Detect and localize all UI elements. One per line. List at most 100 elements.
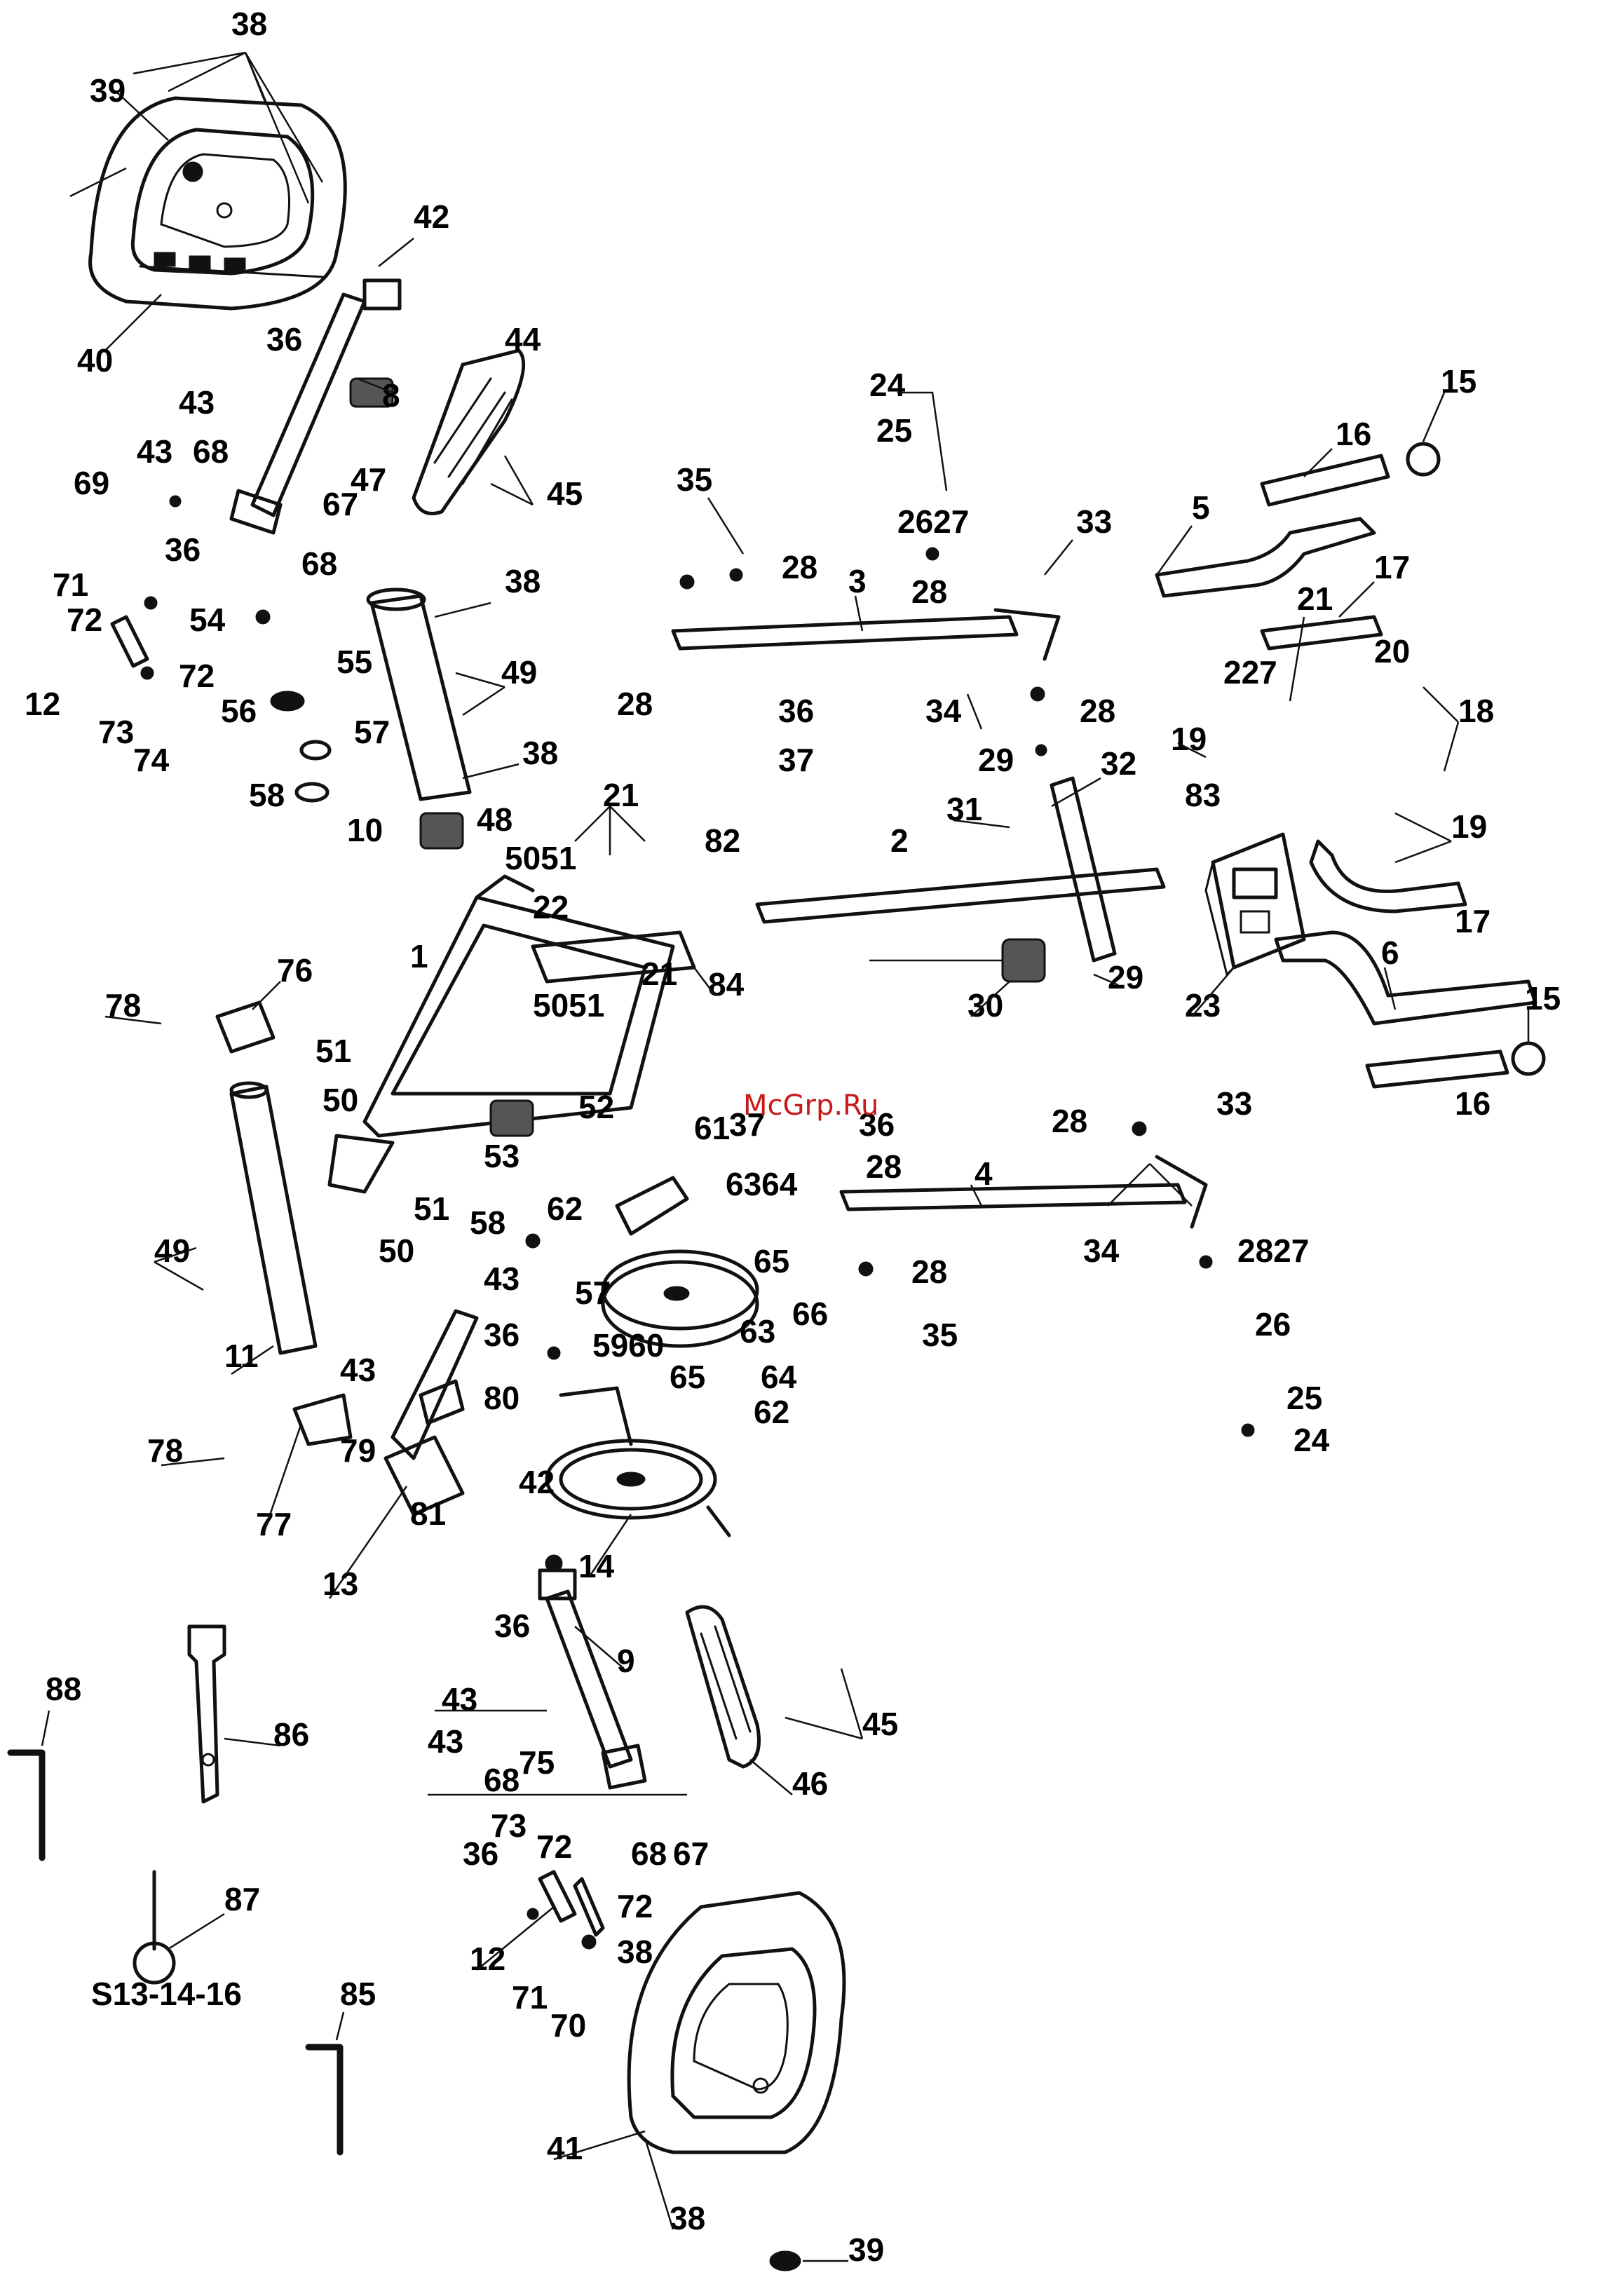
callout-72: 72 [617, 1888, 653, 1924]
callout-66: 66 [792, 1296, 828, 1332]
callout-12: 12 [25, 686, 60, 722]
callout-43: 43 [442, 1681, 477, 1718]
callout-16: 16 [1455, 1085, 1491, 1122]
callout-28: 28 [1052, 1103, 1087, 1139]
callout-5: 5 [1192, 489, 1210, 526]
callout-85: 85 [340, 1976, 376, 2012]
callout-19: 19 [1171, 721, 1207, 757]
callout-67: 67 [322, 486, 358, 522]
callout-38: 38 [231, 6, 267, 42]
callout-82: 82 [705, 822, 740, 859]
callout-35: 35 [677, 461, 712, 498]
callout-40: 40 [77, 342, 113, 379]
callout-43: 43 [428, 1723, 463, 1760]
callout-57: 57 [354, 714, 390, 750]
handle-17 [1260, 615, 1467, 913]
callout-88: 88 [46, 1671, 81, 1707]
callout-10: 10 [347, 812, 383, 848]
handle-6 [1274, 442, 1546, 1089]
callout-68: 68 [301, 545, 337, 582]
callout-38: 38 [670, 2200, 705, 2236]
callout-72: 72 [536, 1828, 572, 1865]
callout-39: 39 [848, 2232, 884, 2268]
callout-15: 15 [1525, 980, 1561, 1017]
callout-86: 86 [273, 1716, 309, 1753]
allen-key-85 [305, 2044, 344, 2156]
callout-72: 72 [179, 658, 215, 694]
callout-79: 79 [340, 1432, 376, 1469]
callout-71: 71 [512, 1979, 548, 2016]
callout-24: 24 [869, 367, 906, 403]
end-cap-76 [215, 1000, 276, 1054]
callout-36: 36 [165, 531, 201, 568]
callout-16: 16 [1336, 416, 1371, 452]
callout-2627: 2627 [897, 503, 969, 540]
callout-46: 46 [792, 1765, 828, 1802]
callout-5051: 5051 [533, 987, 604, 1024]
callout-28: 28 [782, 549, 817, 585]
rubber-pad-46 [685, 1605, 761, 1769]
callout-84: 84 [708, 966, 745, 1003]
callout-34: 34 [1083, 1232, 1120, 1269]
callout-51: 51 [414, 1190, 449, 1227]
callout-28: 28 [617, 686, 653, 722]
callout-6: 6 [1381, 935, 1399, 971]
callout-28: 28 [1080, 693, 1115, 729]
callout-38: 38 [522, 735, 558, 771]
foot-pedal-lower [627, 1891, 846, 2154]
callout-32: 32 [1101, 745, 1136, 782]
callout-58: 58 [249, 777, 285, 813]
callout-57: 57 [575, 1275, 611, 1311]
handlebar-4 [839, 1155, 1208, 1229]
callout-47: 47 [351, 461, 386, 498]
callout-s13-14-16: S13-14-16 [91, 1976, 242, 2012]
callout-23: 23 [1185, 987, 1221, 1024]
callout-38: 38 [617, 1934, 653, 1970]
callout-48: 48 [477, 801, 512, 838]
callout-29: 29 [1108, 959, 1143, 996]
callout-44: 44 [505, 321, 541, 358]
callout-49: 49 [154, 1232, 190, 1269]
foot-cap-39 [769, 2250, 801, 2271]
leader-lines [41, 238, 1530, 2262]
wrench-86 [187, 1624, 226, 1804]
callout-25: 25 [1286, 1380, 1322, 1416]
callout-77: 77 [256, 1506, 292, 1542]
callout-28: 28 [866, 1148, 902, 1185]
flywheel-14 [545, 1386, 731, 1537]
callout-45: 45 [547, 475, 583, 512]
callout-62: 62 [754, 1394, 789, 1430]
callout-69: 69 [74, 465, 109, 501]
allen-key-88 [7, 1749, 46, 1861]
callout-67: 67 [673, 1835, 709, 1872]
callout-3: 3 [848, 563, 867, 599]
callout-68: 68 [484, 1762, 520, 1798]
callout-1: 1 [410, 938, 428, 974]
callout-63: 63 [740, 1313, 775, 1350]
stabilizer-2 [755, 776, 1166, 963]
callout-43: 43 [484, 1261, 520, 1297]
callout-5960: 5960 [592, 1327, 664, 1364]
callout-17: 17 [1374, 549, 1410, 585]
rubber-pad-44 [412, 348, 526, 515]
cover-62 [615, 1176, 689, 1236]
callout-87: 87 [224, 1881, 260, 1917]
callout-53: 53 [484, 1138, 520, 1174]
callout-64: 64 [761, 1359, 797, 1395]
callout-26: 26 [1255, 1306, 1291, 1343]
callout-80: 80 [484, 1380, 520, 1416]
callout-36: 36 [484, 1317, 520, 1353]
callout-29: 29 [978, 742, 1014, 778]
callout-50: 50 [322, 1082, 358, 1118]
callout-25: 25 [876, 412, 912, 449]
foot-pedal-upper [88, 96, 347, 311]
callout-39: 39 [90, 72, 125, 109]
callout-73: 73 [98, 714, 134, 750]
callout-12: 12 [470, 1941, 505, 1977]
callout-labels: 38 39 40 42 36 8 44 45 43 68 43 69 36 67… [25, 6, 1561, 2268]
pedal-arm-9 [538, 1568, 647, 1790]
callout-15: 15 [1441, 363, 1476, 400]
callout-43: 43 [179, 384, 215, 421]
handlebar-3 [671, 608, 1061, 661]
